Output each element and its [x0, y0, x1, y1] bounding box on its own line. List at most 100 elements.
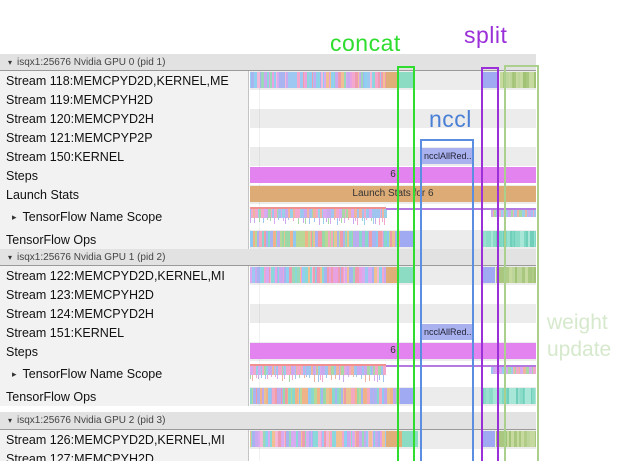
row-track[interactable]: [250, 109, 536, 128]
concat-kernel-segment[interactable]: [398, 267, 415, 283]
trace-event: [261, 208, 264, 218]
row-track[interactable]: [250, 361, 536, 387]
trace-event: [354, 365, 357, 375]
gpu-section-header[interactable]: ▾isqx1:25676 Nvidia GPU 0 (pid 1): [0, 54, 536, 71]
row-label[interactable]: Stream 122:MEMCPYD2D,KERNEL,MI: [0, 266, 249, 285]
row-track[interactable]: [250, 128, 536, 147]
time-gridline: [259, 147, 260, 166]
concat-kernel-segment[interactable]: [398, 72, 415, 88]
expand-triangle-icon[interactable]: ▸: [12, 211, 17, 222]
trace-event: [379, 267, 380, 283]
row-label[interactable]: Steps: [0, 166, 249, 185]
row-track[interactable]: [250, 204, 536, 230]
row-label[interactable]: Stream 127:MEMCPYH2D: [0, 449, 249, 461]
memcpy-orange-segment[interactable]: [386, 72, 398, 88]
namescope-drip: [355, 218, 356, 221]
row-label[interactable]: Launch Stats: [0, 185, 249, 204]
trace-event: [268, 388, 271, 404]
trace-event: [369, 72, 370, 88]
trace-event: [499, 388, 502, 404]
row-track[interactable]: [250, 230, 536, 249]
expand-triangle-icon[interactable]: ▸: [12, 368, 17, 379]
trace-event: [252, 388, 253, 404]
row-label[interactable]: Stream 150:KERNEL: [0, 147, 249, 166]
row-label[interactable]: Stream 124:MEMCPYD2H: [0, 304, 249, 323]
striped-trace-events[interactable]: [250, 365, 386, 375]
row-label[interactable]: Stream 120:MEMCPYD2H: [0, 109, 249, 128]
trace-event: [344, 431, 347, 447]
trace-event: [330, 231, 331, 247]
namescope-drip: [314, 218, 315, 222]
striped-trace-events[interactable]: [250, 267, 386, 283]
ops-blue-segment[interactable]: [400, 388, 415, 404]
striped-trace-events[interactable]: [250, 208, 387, 218]
trace-event: [299, 231, 302, 247]
row-label[interactable]: Stream 151:KERNEL: [0, 323, 249, 342]
trace-event: [491, 231, 493, 247]
trace-event: [393, 388, 396, 404]
split-kernel-segment[interactable]: [482, 431, 495, 447]
trace-event: [336, 267, 338, 283]
trace-event: [382, 208, 384, 218]
trace-event: [532, 267, 534, 283]
steps-bar[interactable]: [250, 167, 536, 183]
trace-event: [257, 72, 260, 88]
trace-event: [306, 267, 308, 283]
trace-event: [300, 267, 301, 283]
row-label[interactable]: Stream 118:MEMCPYD2D,KERNEL,ME: [0, 71, 249, 90]
row-track[interactable]: [250, 304, 536, 323]
row-label[interactable]: Stream 121:MEMCPYP2P: [0, 128, 249, 147]
row-track[interactable]: 6: [250, 342, 536, 361]
row-track[interactable]: Launch Stats for 6: [250, 185, 536, 204]
split-kernel-segment[interactable]: [482, 72, 499, 88]
row-track[interactable]: [250, 71, 536, 90]
trace-event: [326, 431, 329, 447]
row-track[interactable]: [250, 449, 536, 461]
striped-trace-events[interactable]: [250, 231, 401, 247]
row-label[interactable]: Steps: [0, 342, 249, 361]
row-label[interactable]: ▸TensorFlow Name Scope: [0, 204, 249, 230]
trace-event: [503, 231, 504, 247]
trace-event: [359, 72, 360, 88]
collapse-triangle-icon[interactable]: ▾: [8, 416, 13, 425]
row-label[interactable]: ▸TensorFlow Name Scope: [0, 361, 249, 387]
row-label[interactable]: Stream 126:MEMCPYD2D,KERNEL,MI: [0, 430, 249, 449]
trace-event: [526, 267, 528, 283]
trace-event: [274, 208, 277, 218]
row-label[interactable]: Stream 119:MEMCPYH2D: [0, 90, 249, 109]
nccl-allreduce-bar[interactable]: ncclAllRed...: [421, 324, 474, 340]
trace-event: [312, 231, 313, 247]
trace-event: [301, 365, 303, 375]
collapse-triangle-icon[interactable]: ▾: [8, 57, 13, 67]
launch-stats-bar[interactable]: [250, 186, 536, 202]
collapse-triangle-icon[interactable]: ▾: [8, 252, 13, 262]
row-track[interactable]: ncclAllRed...: [250, 147, 536, 166]
row-track[interactable]: 6: [250, 166, 536, 185]
gpu-section-title: isqx1:25676 Nvidia GPU 2 (pid 3): [17, 415, 166, 426]
namescope-drip: [382, 218, 383, 222]
row-track[interactable]: ncclAllRed...: [250, 323, 536, 342]
row-label-text: Stream 151:KERNEL: [6, 325, 125, 340]
split-kernel-segment[interactable]: [482, 267, 495, 283]
memcpy-orange-segment[interactable]: [386, 267, 398, 283]
namescope-drip: [326, 375, 327, 378]
trace-event: [340, 267, 341, 283]
gpu-section-header[interactable]: ▾isqx1:25676 Nvidia GPU 1 (pid 2): [0, 249, 536, 266]
ops-blue-segment[interactable]: [400, 231, 415, 247]
trace-event: [373, 388, 374, 404]
nccl-allreduce-bar[interactable]: ncclAllRed...: [421, 148, 474, 164]
striped-trace-events[interactable]: [250, 72, 387, 88]
trace-event: [316, 365, 317, 375]
row-label[interactable]: TensorFlow Ops: [0, 230, 249, 249]
gpu-section-header[interactable]: ▾ isqx1:25676 Nvidia GPU 2 (pid 3): [0, 412, 536, 430]
trace-event: [341, 267, 343, 283]
trace-event: [269, 365, 272, 375]
steps-bar[interactable]: [250, 343, 536, 359]
striped-trace-events[interactable]: [250, 431, 388, 447]
striped-trace-events[interactable]: [491, 367, 536, 374]
row-track[interactable]: [250, 285, 536, 304]
row-label[interactable]: Stream 123:MEMCPYH2D: [0, 285, 249, 304]
row-label[interactable]: TensorFlow Ops: [0, 387, 249, 406]
striped-trace-events[interactable]: [250, 388, 401, 404]
row-track[interactable]: [250, 90, 536, 109]
